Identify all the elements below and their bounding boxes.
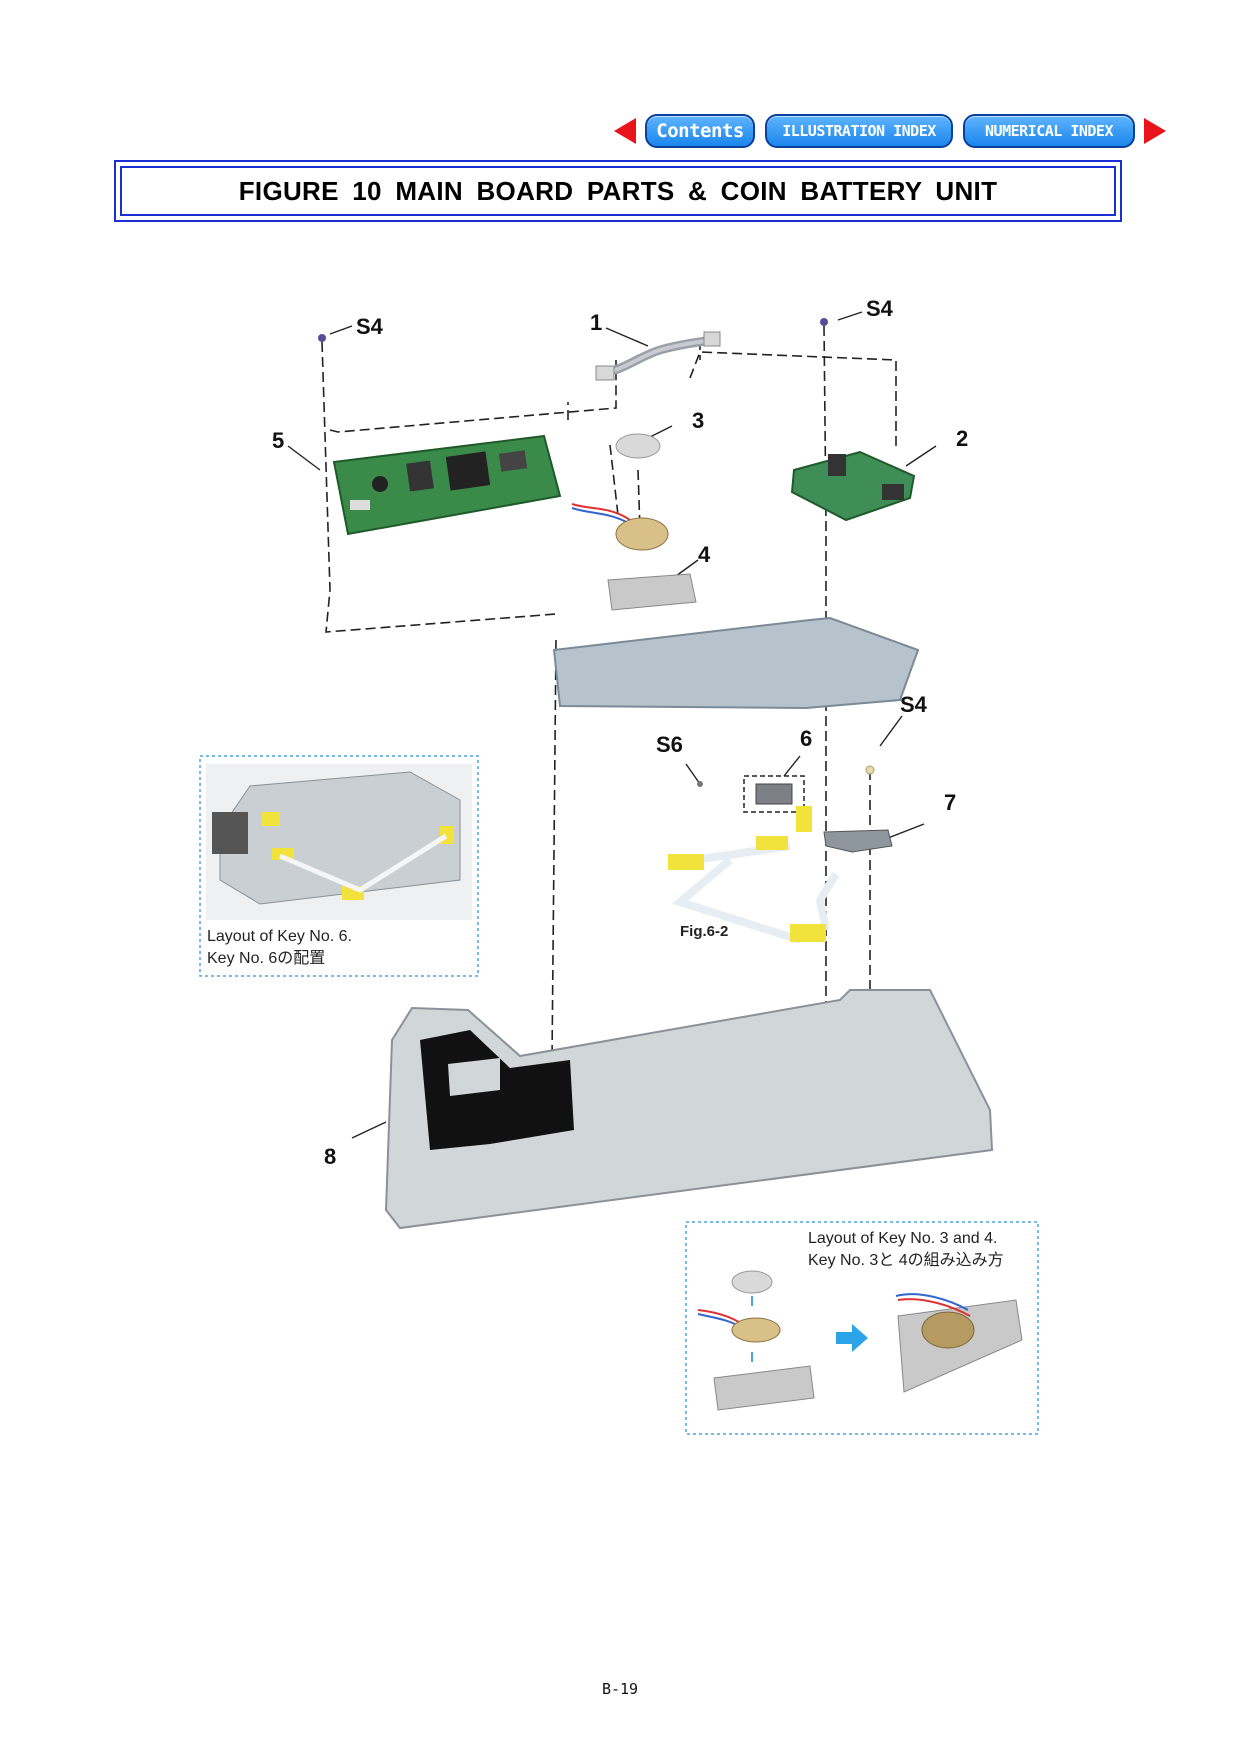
inset-key-3-4-caption-jp: Key No. 3と 4の組み込み方 — [808, 1252, 1004, 1269]
metal-shield-plate-icon — [552, 616, 920, 710]
part-8-base-frame-icon — [384, 989, 994, 1230]
part-6-sensor-icon — [743, 775, 805, 813]
screw-s6-icon — [697, 781, 703, 787]
flat-cable-icon — [668, 806, 840, 944]
screw-s4-lower-icon — [865, 765, 875, 775]
callout-part-2: 2 — [956, 426, 968, 451]
callout-part-4: 4 — [698, 542, 711, 567]
callout-screw-s4-left: S4 — [356, 314, 384, 339]
callout-part-7: 7 — [944, 790, 956, 815]
inset-key-3-4-caption-en: Layout of Key No. 3 and 4. — [808, 1230, 998, 1247]
numerical-index-button[interactable]: NUMERICAL INDEX — [963, 114, 1135, 148]
navigation-bar: Contents ILLUSTRATION INDEX NUMERICAL IN… — [614, 114, 1166, 148]
callout-part-6: 6 — [800, 726, 812, 751]
callout-part-8: 8 — [324, 1144, 336, 1169]
inset-key-6 — [199, 755, 479, 977]
figure-title: FIGURE 10 MAIN BOARD PARTS & COIN BATTER… — [238, 175, 998, 206]
inset-key-3-4 — [685, 1221, 1039, 1435]
illustration-index-button[interactable]: ILLUSTRATION INDEX — [765, 114, 953, 148]
callout-screw-s4-lower: S4 — [900, 692, 928, 717]
next-arrow-icon[interactable] — [1144, 118, 1166, 144]
callout-part-3: 3 — [692, 408, 704, 433]
callout-part-5: 5 — [272, 428, 284, 453]
callout-screw-s4-right: S4 — [866, 296, 894, 321]
page-number: B-19 — [601, 1680, 639, 1698]
figure-title-inner: FIGURE 10 MAIN BOARD PARTS & COIN BATTER… — [120, 166, 1116, 216]
inset-key-6-caption-en: Layout of Key No. 6. — [207, 928, 352, 945]
screw-s4-left-icon — [318, 334, 326, 342]
callout-screw-s6: S6 — [656, 732, 683, 757]
part-7-bracket-icon — [823, 829, 893, 853]
part-4-battery-holder-icon — [571, 503, 697, 611]
part-1-cable-icon — [595, 331, 721, 381]
previous-arrow-icon[interactable] — [614, 118, 636, 144]
figure-title-box: FIGURE 10 MAIN BOARD PARTS & COIN BATTER… — [114, 160, 1122, 222]
screw-s4-right-icon — [820, 318, 828, 326]
inset-key-6-caption-jp: Key No. 6の配置 — [207, 950, 326, 967]
contents-button[interactable]: Contents — [645, 114, 755, 148]
part-5-main-board-icon — [332, 434, 562, 536]
fig-reference-label: Fig.6-2 — [680, 923, 728, 940]
callout-part-1: 1 — [590, 310, 602, 335]
leader-lines — [287, 311, 937, 1139]
inset-key-6-caption: Layout of Key No. 6. Key No. 6の配置 — [207, 926, 352, 970]
part-3-coin-battery-icon — [615, 433, 661, 459]
inset-key-3-4-caption: Layout of Key No. 3 and 4. Key No. 3と 4の… — [808, 1228, 1004, 1272]
part-2-sub-board-icon — [790, 450, 916, 522]
